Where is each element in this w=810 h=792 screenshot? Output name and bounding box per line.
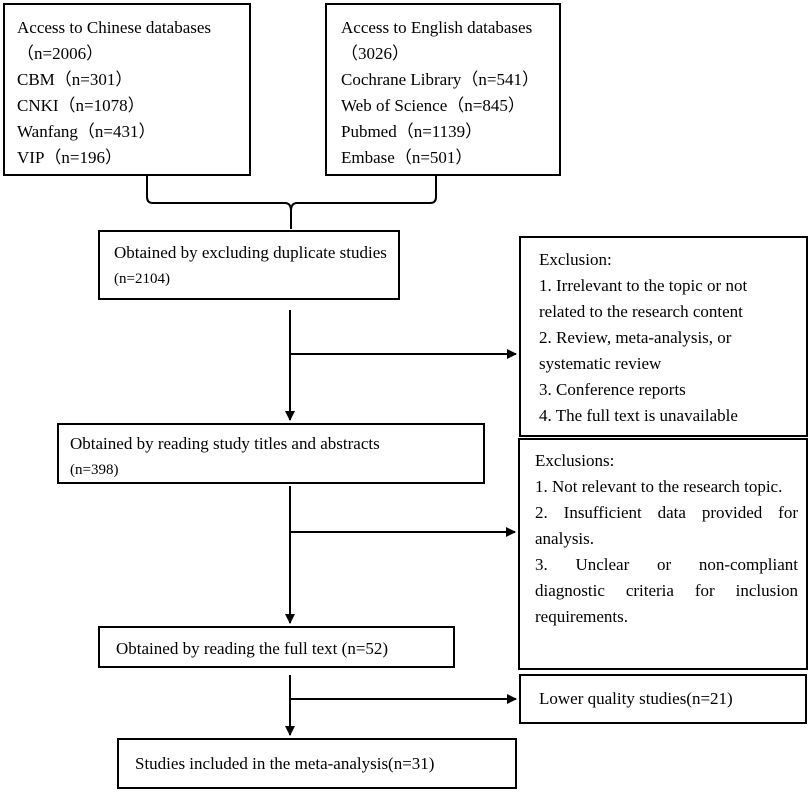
step-dedup-count: (n=2104) <box>114 271 170 287</box>
english-databases-title: Access to English databases <box>341 18 533 37</box>
exclusion-1-item: systematic review <box>539 354 662 373</box>
step-titles-box: Obtained by reading study titles and abs… <box>57 423 485 484</box>
step-fulltext-box: Obtained by reading the full text (n=52) <box>98 626 455 668</box>
english-db-cochrane: Cochrane Library（n=541） <box>341 70 539 89</box>
source-merge-bracket <box>146 176 437 212</box>
exclusion-box-1: Exclusion: 1. Irrelevant to the topic or… <box>519 236 808 437</box>
chinese-db-cbm: CBM（n=301） <box>17 70 133 89</box>
english-databases-box: Access to English databases （3026） Cochr… <box>325 3 561 176</box>
chinese-db-cnki: CNKI（n=1078） <box>17 96 145 115</box>
step-included-label: Studies included in the meta-analysis(n=… <box>135 754 435 773</box>
english-db-web-of-science: Web of Science（n=845） <box>341 96 525 115</box>
exclusion-1-item: 1. Irrelevant to the topic or not <box>539 276 748 295</box>
exclusion-box-3: Lower quality studies(n=21) <box>519 674 807 724</box>
exclusion-1-title: Exclusion: <box>539 250 612 269</box>
exclusion-1-item: 3. Conference reports <box>539 380 686 399</box>
exclusion-2-item: 1. Not relevant to the research topic. <box>535 477 783 496</box>
chinese-databases-title: Access to Chinese databases <box>17 18 212 37</box>
step-dedup-box: Obtained by excluding duplicate studies … <box>98 230 400 300</box>
chinese-databases-total: （n=2006） <box>17 44 104 63</box>
english-db-pubmed: Pubmed（n=1139） <box>341 122 483 141</box>
step-included-box: Studies included in the meta-analysis(n=… <box>117 738 517 789</box>
english-db-embase: Embase（n=501） <box>341 148 473 167</box>
chinese-db-vip: VIP（n=196） <box>17 148 122 167</box>
chinese-databases-box: Access to Chinese databases （n=2006） CBM… <box>3 3 251 176</box>
exclusion-1-item: 4. The full text is unavailable <box>539 406 738 425</box>
step-titles-label: Obtained by reading study titles and abs… <box>70 434 380 453</box>
exclusion-3-title: Lower quality studies(n=21) <box>539 689 733 708</box>
step-fulltext-label: Obtained by reading the full text (n=52) <box>116 639 389 658</box>
step-titles-count: (n=398) <box>70 462 119 478</box>
exclusion-1-item: 2. Review, meta-analysis, or <box>539 328 732 347</box>
exclusion-2-title: Exclusions: <box>535 451 615 470</box>
step-dedup-label: Obtained by excluding duplicate studies <box>114 243 387 262</box>
exclusion-2-item: 2. Insufficient data provided for analys… <box>535 503 798 548</box>
english-databases-total: （3026） <box>341 44 409 63</box>
exclusion-box-2: Exclusions: 1. Not relevant to the resea… <box>518 438 808 670</box>
exclusion-1-item: related to the research content <box>539 302 743 321</box>
exclusion-2-item: 3. Unclear or non-compliant diagnostic c… <box>535 555 798 626</box>
chinese-db-wanfang: Wanfang（n=431） <box>17 122 156 141</box>
